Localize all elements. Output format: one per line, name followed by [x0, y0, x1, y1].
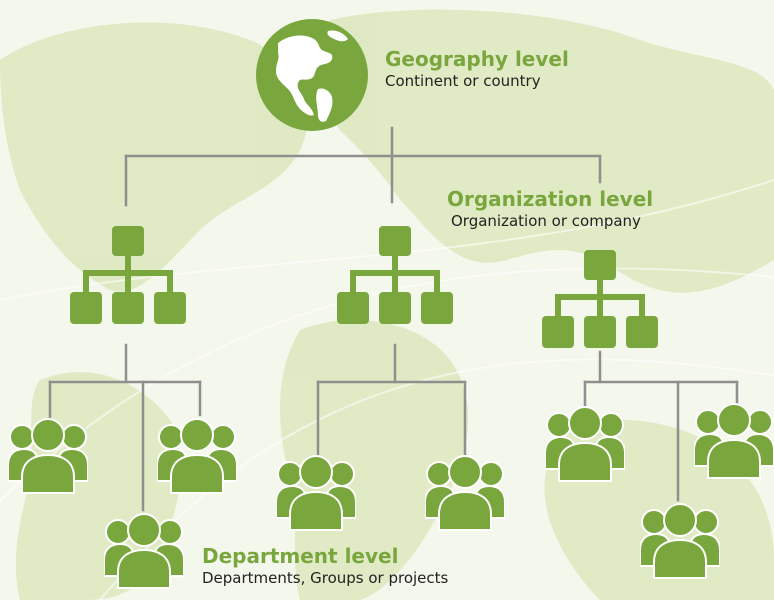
organization-level-title: Organization level: [447, 187, 654, 211]
geography-level-subtitle: Continent or country: [385, 72, 541, 90]
department-level-subtitle: Departments, Groups or projects: [202, 569, 449, 587]
group-icon: [157, 418, 237, 494]
org-chart-icon: [542, 250, 658, 348]
group-icon: [104, 513, 184, 589]
organization-level-label: Organization level Organization or compa…: [447, 187, 653, 231]
group-icon: [425, 455, 505, 531]
department-level-title: Department level: [202, 544, 399, 568]
group-icon: [8, 418, 88, 494]
geography-level-label: Geography level Continent or country: [385, 47, 569, 91]
group-icon: [545, 406, 625, 482]
organization-level-subtitle: Organization or company: [451, 212, 641, 230]
department-level-label: Department level Departments, Groups or …: [202, 544, 448, 588]
org-chart-icon: [337, 226, 453, 324]
group-icon: [640, 503, 720, 579]
org-chart-icon: [70, 226, 186, 324]
geography-level-title: Geography level: [385, 47, 569, 71]
group-icon: [694, 403, 774, 479]
globe-icon: [256, 19, 368, 131]
group-icon: [276, 455, 356, 531]
